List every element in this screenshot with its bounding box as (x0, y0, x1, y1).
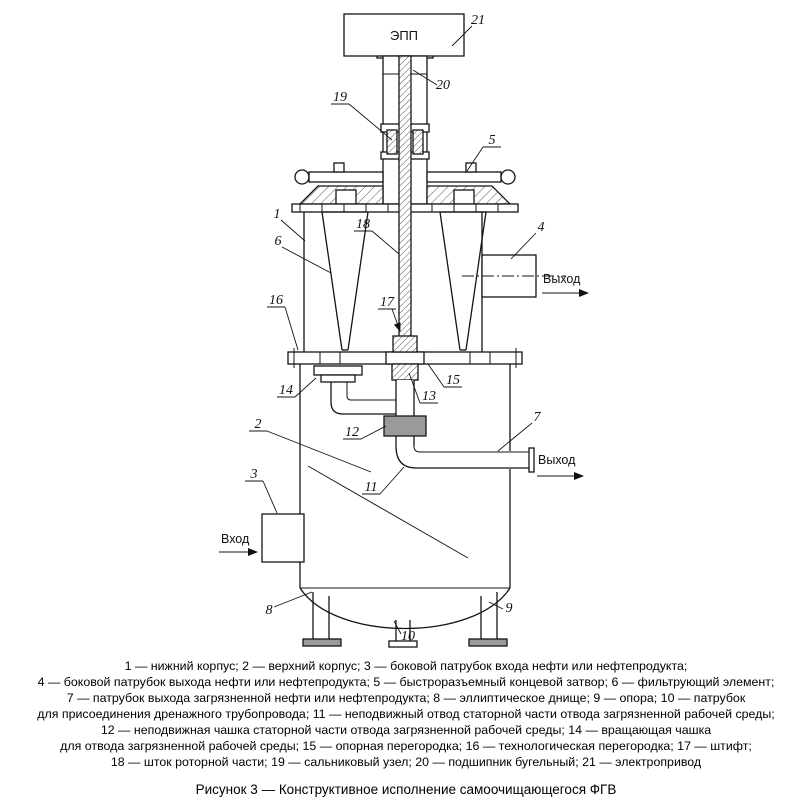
callout-19: 19 (333, 90, 347, 105)
legend: 1 — нижний корпус; 2 — верхний корпус; 3… (0, 658, 812, 770)
cone-nozzle-stubs (335, 189, 475, 205)
legend-line-5: 12 — неподвижная чашка статорной части о… (100, 723, 712, 737)
callout-9: 9 (506, 601, 513, 616)
callout-15: 15 (446, 373, 460, 388)
filter-cone-left (321, 211, 369, 351)
callout-leaders (245, 25, 537, 635)
central-drain-pipe (383, 380, 427, 446)
callout-2: 2 (255, 417, 262, 432)
support-leg-right (468, 592, 508, 647)
inlet-label: Вход (221, 532, 250, 546)
callout-10: 10 (401, 629, 415, 644)
callout-18: 18 (356, 217, 370, 232)
filter-diagram: ЭПП (219, 13, 589, 648)
outlet-side-label: Выход (538, 453, 576, 467)
outlet-nozzle-top: Выход (462, 254, 589, 298)
bottom-head (299, 587, 511, 630)
callout-16: 16 (269, 293, 283, 308)
figure-caption: Рисунок 3 — Конструктивное исполнение са… (195, 782, 617, 797)
callout-11: 11 (365, 480, 378, 495)
legend-line-4: для присоединения дренажного трубопровод… (37, 707, 775, 721)
motor-label: ЭПП (390, 28, 418, 43)
callout-12: 12 (345, 425, 359, 440)
outlet-pipe-side: Выход (395, 445, 584, 480)
legend-line-1: 1 — нижний корпус; 2 — верхний корпус; 3… (124, 659, 688, 673)
electric-drive: ЭПП (343, 13, 465, 59)
legend-line-3: 7 — патрубок выхода загрязненной нефти и… (66, 691, 746, 705)
outlet-top-label: Выход (543, 272, 581, 286)
callout-3: 3 (250, 467, 258, 482)
callout-1: 1 (274, 207, 281, 222)
quick-release-closure (294, 162, 516, 185)
rotor-shaft (398, 55, 412, 349)
callout-17: 17 (380, 295, 395, 310)
support-leg-left (302, 592, 342, 647)
callout-20: 20 (436, 78, 450, 93)
callout-21: 21 (471, 13, 485, 28)
weld-seam-line (307, 465, 469, 559)
legend-line-7: 18 — шток роторной части; 19 — сальников… (110, 755, 702, 769)
drain-nozzle (388, 620, 418, 648)
callout-13: 13 (422, 389, 436, 404)
inlet-nozzle: Вход (219, 513, 305, 563)
callout-14: 14 (279, 383, 293, 398)
filter-cone-right (439, 211, 487, 351)
callout-5: 5 (489, 133, 496, 148)
callout-8: 8 (266, 603, 273, 618)
legend-line-2: 4 — боковой патрубок выхода нефти или не… (37, 675, 775, 689)
callout-6: 6 (275, 234, 282, 249)
rotating-cup (313, 365, 396, 415)
stator-cup (383, 415, 427, 437)
shaft-hub (385, 335, 425, 381)
callout-7: 7 (534, 410, 542, 425)
callout-labels: 21 20 19 5 1 6 18 4 16 17 15 13 14 12 2 … (250, 13, 545, 644)
legend-line-6: для отвода загрязненной рабочей среды; 1… (60, 739, 752, 753)
callout-4: 4 (538, 220, 545, 235)
